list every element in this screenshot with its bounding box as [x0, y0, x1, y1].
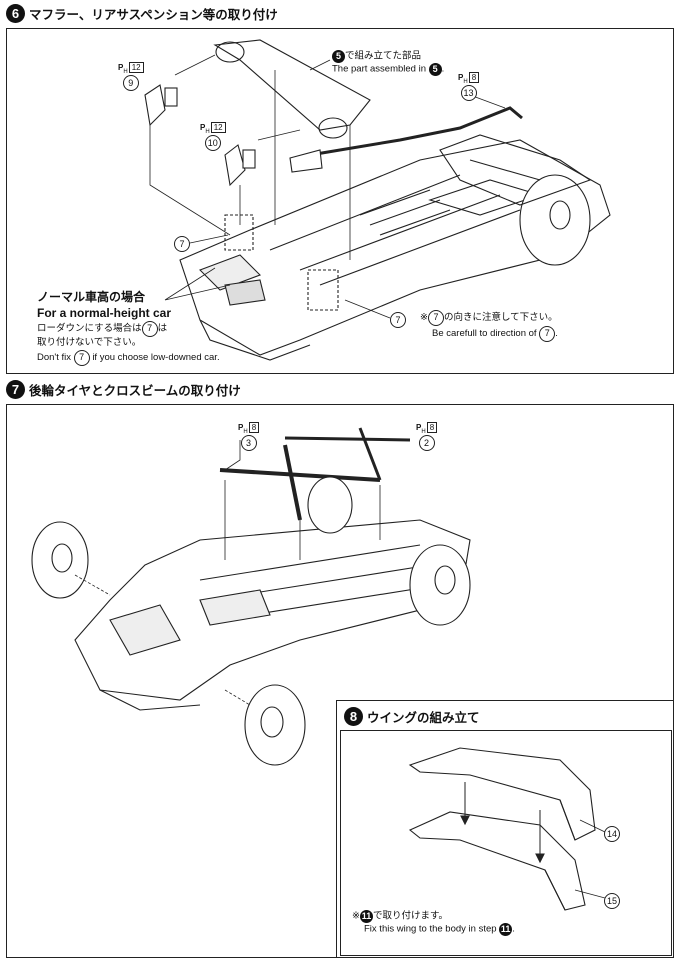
- step6-part7-right: 7: [390, 312, 406, 328]
- normal-height-note: ノーマル車高の場合 For a normal-height car ローダウンに…: [37, 290, 220, 366]
- step6-badge: 6: [6, 4, 25, 23]
- part9-page: 12: [128, 62, 144, 73]
- ph-h: H: [243, 428, 248, 435]
- direction-en: Be carefull to direction of: [432, 328, 537, 340]
- step8-inner-panel: [340, 730, 672, 956]
- part3-num: 3: [240, 434, 257, 451]
- normal-height-en: For a normal-height car: [37, 305, 172, 320]
- step7-title-text: 後輪タイヤとクロスビームの取り付け: [29, 384, 241, 398]
- ph-h: H: [205, 128, 210, 135]
- wing-note-en: Fix this wing to the body in step: [364, 923, 497, 935]
- normal-height-jp: ノーマル車高の場合: [37, 290, 146, 304]
- part3-page: 8: [248, 422, 260, 433]
- ph-p: P: [238, 423, 244, 432]
- direction-ref-en: 7: [539, 326, 556, 342]
- lowdown-en-2: if you choose low-downed car.: [92, 351, 220, 363]
- step6-panel: [6, 28, 674, 374]
- ph-h: H: [123, 68, 128, 75]
- part2-page: 8: [426, 422, 438, 433]
- wing-note-ref: 11: [359, 910, 373, 923]
- ph-p: P: [200, 123, 206, 132]
- step8-part14: 14: [604, 826, 620, 842]
- note-mark: ※: [420, 312, 428, 324]
- part13-page: 8: [468, 72, 480, 83]
- lowdown-ref-en: 7: [73, 349, 90, 366]
- lowdown-en-1: Don't fix: [37, 351, 72, 363]
- direction-en-end: .: [555, 328, 558, 340]
- wing-note-en-end: .: [512, 923, 515, 935]
- wing-note-ref-en: 11: [499, 923, 513, 936]
- part9-num: 9: [122, 74, 139, 91]
- lowdown-jp-3: 取り付けないで下さい。: [37, 337, 142, 349]
- step7-title: 7 後輪タイヤとクロスビームの取り付け: [6, 380, 241, 399]
- lowdown-jp-1: ローダウンにする場合は: [37, 323, 142, 335]
- part13-num: 13: [460, 84, 477, 101]
- assembled-jp: で組み立てた部品: [345, 50, 422, 62]
- step8-title: 8 ウイングの組み立て: [344, 707, 480, 726]
- step6-title-text: マフラー、リアサスペンション等の取り付け: [29, 8, 278, 22]
- assembled-ref: 5: [332, 50, 345, 63]
- part10-page: 12: [210, 122, 226, 133]
- ph-h: H: [421, 428, 426, 435]
- step6-part7-left: 7: [174, 236, 190, 252]
- step8-part15: 15: [604, 893, 620, 909]
- direction-jp: の向きに注意して下さい。: [443, 312, 558, 324]
- wing-note-jp: で取り付けます。: [372, 910, 449, 922]
- ph-p: P: [458, 73, 464, 82]
- step8-title-text: ウイングの組み立て: [367, 711, 480, 725]
- step8-badge: 8: [344, 707, 363, 726]
- ph-p: P: [118, 63, 124, 72]
- part2-num: 2: [418, 434, 435, 451]
- ph-p: P: [416, 423, 422, 432]
- ph-h: H: [463, 78, 468, 85]
- lowdown-ref: 7: [141, 321, 158, 338]
- assembled-ref-2: 5: [428, 63, 442, 76]
- step7-badge: 7: [6, 380, 25, 399]
- direction-ref: 7: [427, 310, 444, 326]
- assembled-en: The part assembled in: [332, 63, 426, 75]
- lowdown-jp-2: は: [157, 323, 168, 335]
- part10-num: 10: [204, 134, 221, 151]
- wing-note-mark: ※: [352, 910, 360, 922]
- step6-title: 6 マフラー、リアサスペンション等の取り付け: [6, 4, 278, 23]
